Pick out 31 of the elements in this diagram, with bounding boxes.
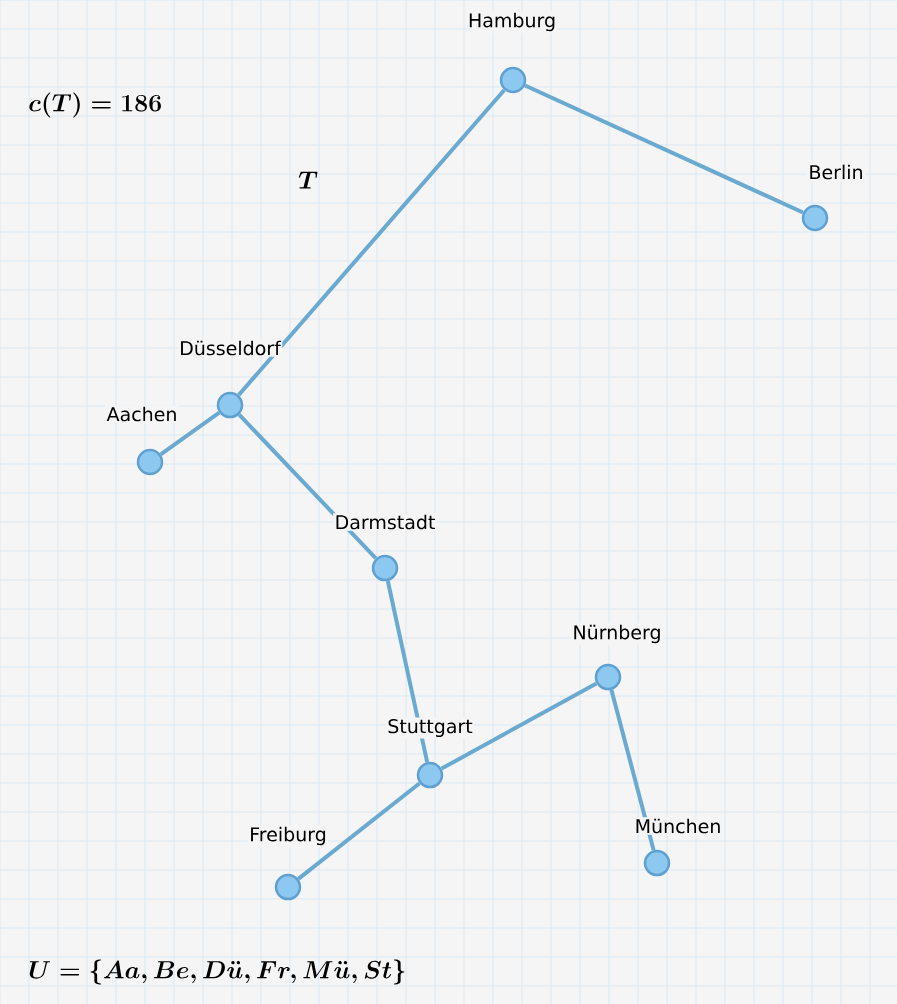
city-label: Düsseldorf bbox=[177, 339, 283, 357]
city-label: Aachen bbox=[105, 405, 179, 423]
tree-edge bbox=[440, 681, 598, 771]
city-label: Stuttgart bbox=[385, 717, 475, 739]
city-label: München bbox=[633, 817, 723, 835]
city-label: Berlin bbox=[806, 163, 866, 181]
city-label: Freiburg bbox=[247, 825, 329, 847]
city-marker bbox=[136, 448, 164, 476]
formula-label: $T$ bbox=[298, 171, 318, 189]
city-label: Darmstadt bbox=[333, 513, 437, 531]
node-label: Berlin bbox=[810, 164, 862, 180]
formula-label: $c(T) = 186$ bbox=[29, 92, 161, 118]
city-marker bbox=[801, 204, 829, 232]
city-marker bbox=[499, 66, 527, 94]
tree-edge bbox=[385, 580, 430, 763]
tree-edge bbox=[159, 411, 221, 456]
city-marker bbox=[643, 849, 671, 877]
formula-label: $U = \{Aa, Be, D\ddot{u}, Fr, M\ddot{u}, St\}$ bbox=[29, 959, 405, 985]
city-label: Hamburg bbox=[466, 11, 558, 33]
tree-edge bbox=[237, 88, 506, 397]
city-marker bbox=[594, 663, 622, 691]
city-marker bbox=[216, 391, 244, 419]
tree-edge bbox=[237, 413, 378, 560]
node-label: Düsseldorf bbox=[181, 340, 282, 356]
city-label: Nürnberg bbox=[571, 623, 664, 645]
tree-edge bbox=[524, 83, 804, 215]
tree-edge bbox=[297, 781, 421, 881]
city-marker bbox=[371, 554, 399, 582]
tree-edge bbox=[609, 689, 656, 851]
city-marker bbox=[416, 761, 444, 789]
city-marker bbox=[274, 873, 302, 901]
